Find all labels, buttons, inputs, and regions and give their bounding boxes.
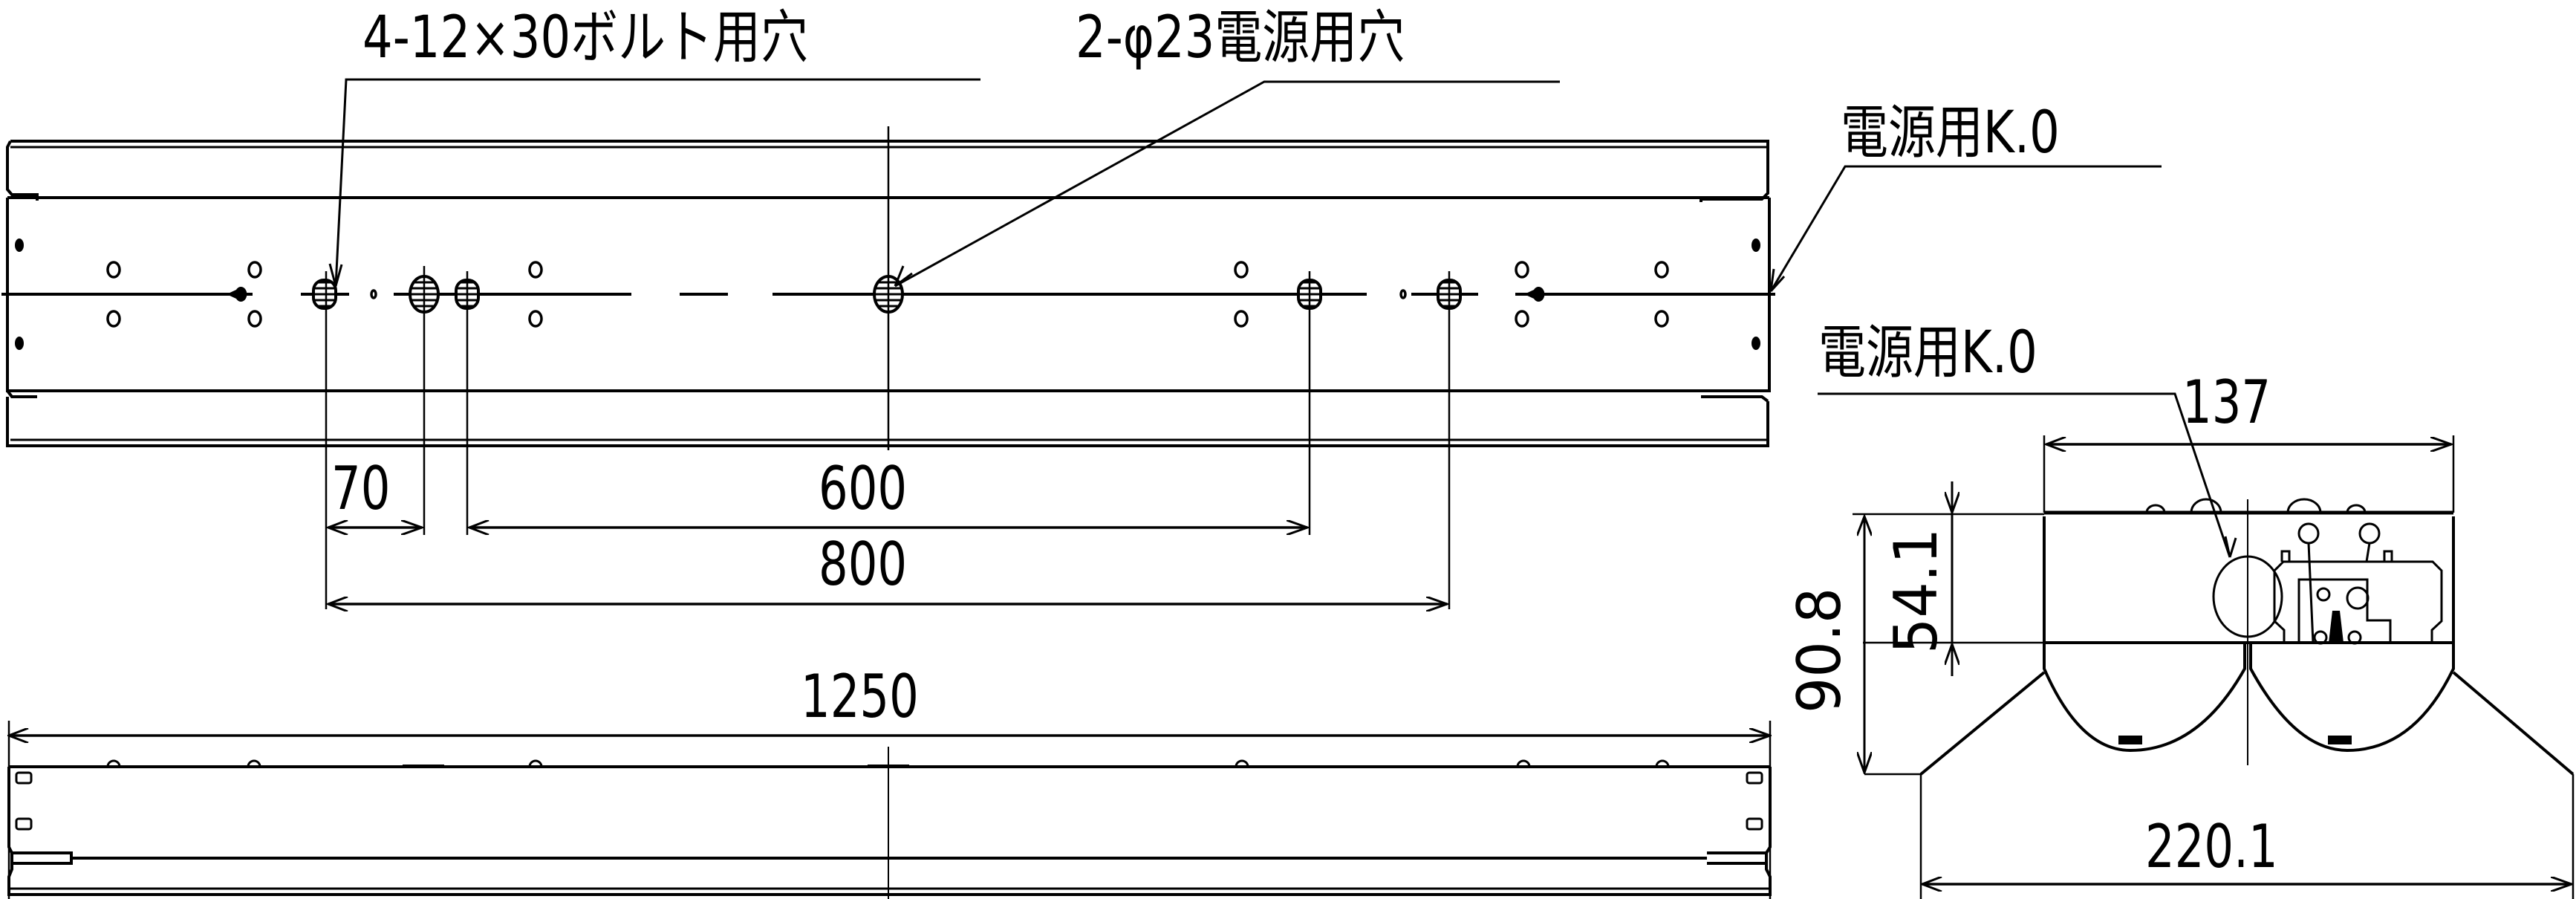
knockout-top-callout: 電源用K.0 bbox=[1841, 100, 2060, 166]
dim-90-8: 90.8 bbox=[1785, 587, 1854, 713]
knockout-side-callout: 電源用K.0 bbox=[1818, 319, 2037, 386]
mounting-dots bbox=[15, 238, 1760, 350]
keyhole-slots bbox=[227, 287, 1545, 302]
front-view bbox=[7, 721, 1772, 899]
dim-1250: 1250 bbox=[801, 662, 919, 731]
dim-220-1: 220.1 bbox=[2145, 812, 2278, 881]
lens-covers bbox=[1919, 643, 2575, 776]
dim-137: 137 bbox=[2182, 368, 2271, 437]
power-hole-callout: 2-φ23電源用穴 bbox=[1076, 4, 1405, 71]
dim-800: 800 bbox=[819, 530, 908, 599]
leader-lines bbox=[328, 78, 2162, 293]
front-view-details bbox=[15, 759, 1763, 831]
bolt-hole-callout: 4-12×30ボルト用穴 bbox=[362, 4, 808, 71]
dim-600: 600 bbox=[819, 454, 908, 523]
dim-54-1: 54.1 bbox=[1881, 528, 1951, 654]
dimension-lines-top bbox=[328, 528, 1447, 604]
top-view bbox=[1, 78, 2162, 609]
terminal-block bbox=[2273, 522, 2443, 645]
screw-holes bbox=[106, 261, 1669, 328]
extension-lines bbox=[325, 126, 1451, 609]
side-view bbox=[1818, 392, 2575, 899]
dim-70: 70 bbox=[331, 454, 391, 523]
